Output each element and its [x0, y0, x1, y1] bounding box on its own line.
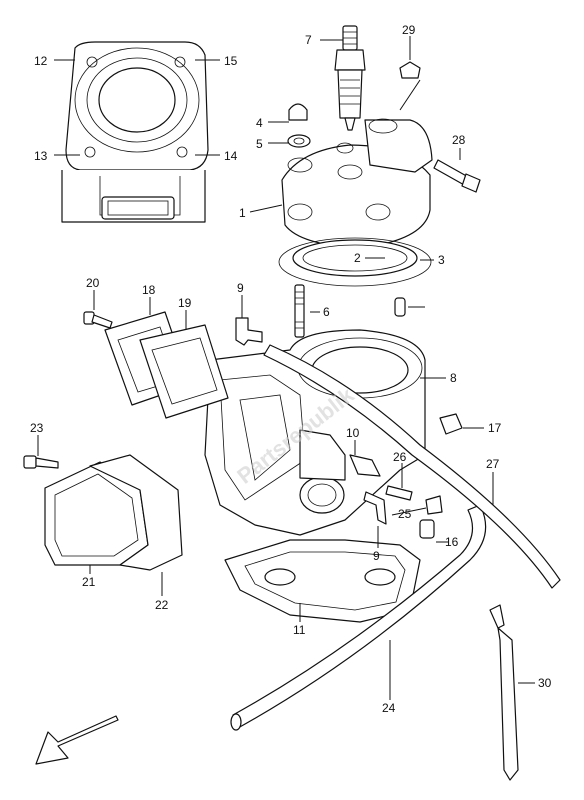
callout-12: 12	[34, 54, 48, 68]
cable-tie	[489, 604, 519, 781]
callout-23: 23	[30, 421, 44, 435]
callout-8: 8	[450, 371, 457, 385]
callout-4: 4	[256, 116, 263, 130]
rubber-cap	[399, 61, 421, 79]
callout-22: 22	[155, 598, 169, 612]
callout-1: 1	[239, 206, 246, 220]
reed-gasket-inner	[139, 324, 229, 419]
bolt	[23, 455, 59, 469]
base-gasket	[224, 539, 421, 623]
callout-24: 24	[382, 701, 396, 715]
hose-long	[230, 504, 487, 731]
callout-2: 2	[354, 251, 361, 265]
callout-21: 21	[82, 575, 96, 589]
callout-28: 28	[452, 133, 466, 147]
cover-gasket	[89, 454, 183, 571]
callout-29: 29	[402, 23, 416, 37]
callout-3: 3	[438, 253, 445, 267]
callout-17: 17	[488, 421, 502, 435]
callout-30: 30	[538, 676, 552, 690]
callout-27: 27	[486, 457, 500, 471]
cylinder-top-view	[61, 41, 209, 223]
o-ring	[278, 237, 432, 287]
hose-joint	[349, 454, 381, 477]
callout-18: 18	[142, 283, 156, 297]
hose-nipple	[235, 317, 263, 346]
callout-19: 19	[178, 296, 192, 310]
callout-9-lower: 9	[373, 549, 380, 563]
callout-9-upper: 9	[237, 281, 244, 295]
cap-nut	[288, 103, 308, 121]
callout-13: 13	[34, 149, 48, 163]
callout-25: 25	[398, 507, 412, 521]
bolt	[385, 485, 413, 501]
spark-plug	[334, 25, 366, 131]
front-arrow-icon	[35, 715, 119, 765]
callout-26: 26	[393, 450, 407, 464]
cylinder-head	[281, 118, 433, 249]
bolt	[83, 311, 113, 329]
head-gasket	[292, 239, 418, 277]
callout-10: 10	[346, 426, 360, 440]
hose-short	[263, 344, 561, 589]
callout-20: 20	[86, 276, 100, 290]
callout-11: 11	[293, 623, 306, 637]
callout-7: 7	[305, 33, 312, 47]
hose-clamp	[425, 495, 443, 515]
callout-5: 5	[256, 137, 263, 151]
callout-16: 16	[445, 535, 459, 549]
stud-bolt	[294, 284, 305, 338]
hose-nipple	[363, 491, 387, 525]
callout-15: 15	[224, 54, 238, 68]
collar	[419, 519, 435, 539]
washer	[287, 134, 311, 148]
nut	[439, 413, 463, 435]
leader-lines	[37, 36, 535, 700]
dowel-pin	[394, 297, 406, 317]
callout-14: 14	[224, 149, 238, 163]
callout-6: 6	[323, 305, 330, 319]
bolt	[433, 159, 481, 193]
